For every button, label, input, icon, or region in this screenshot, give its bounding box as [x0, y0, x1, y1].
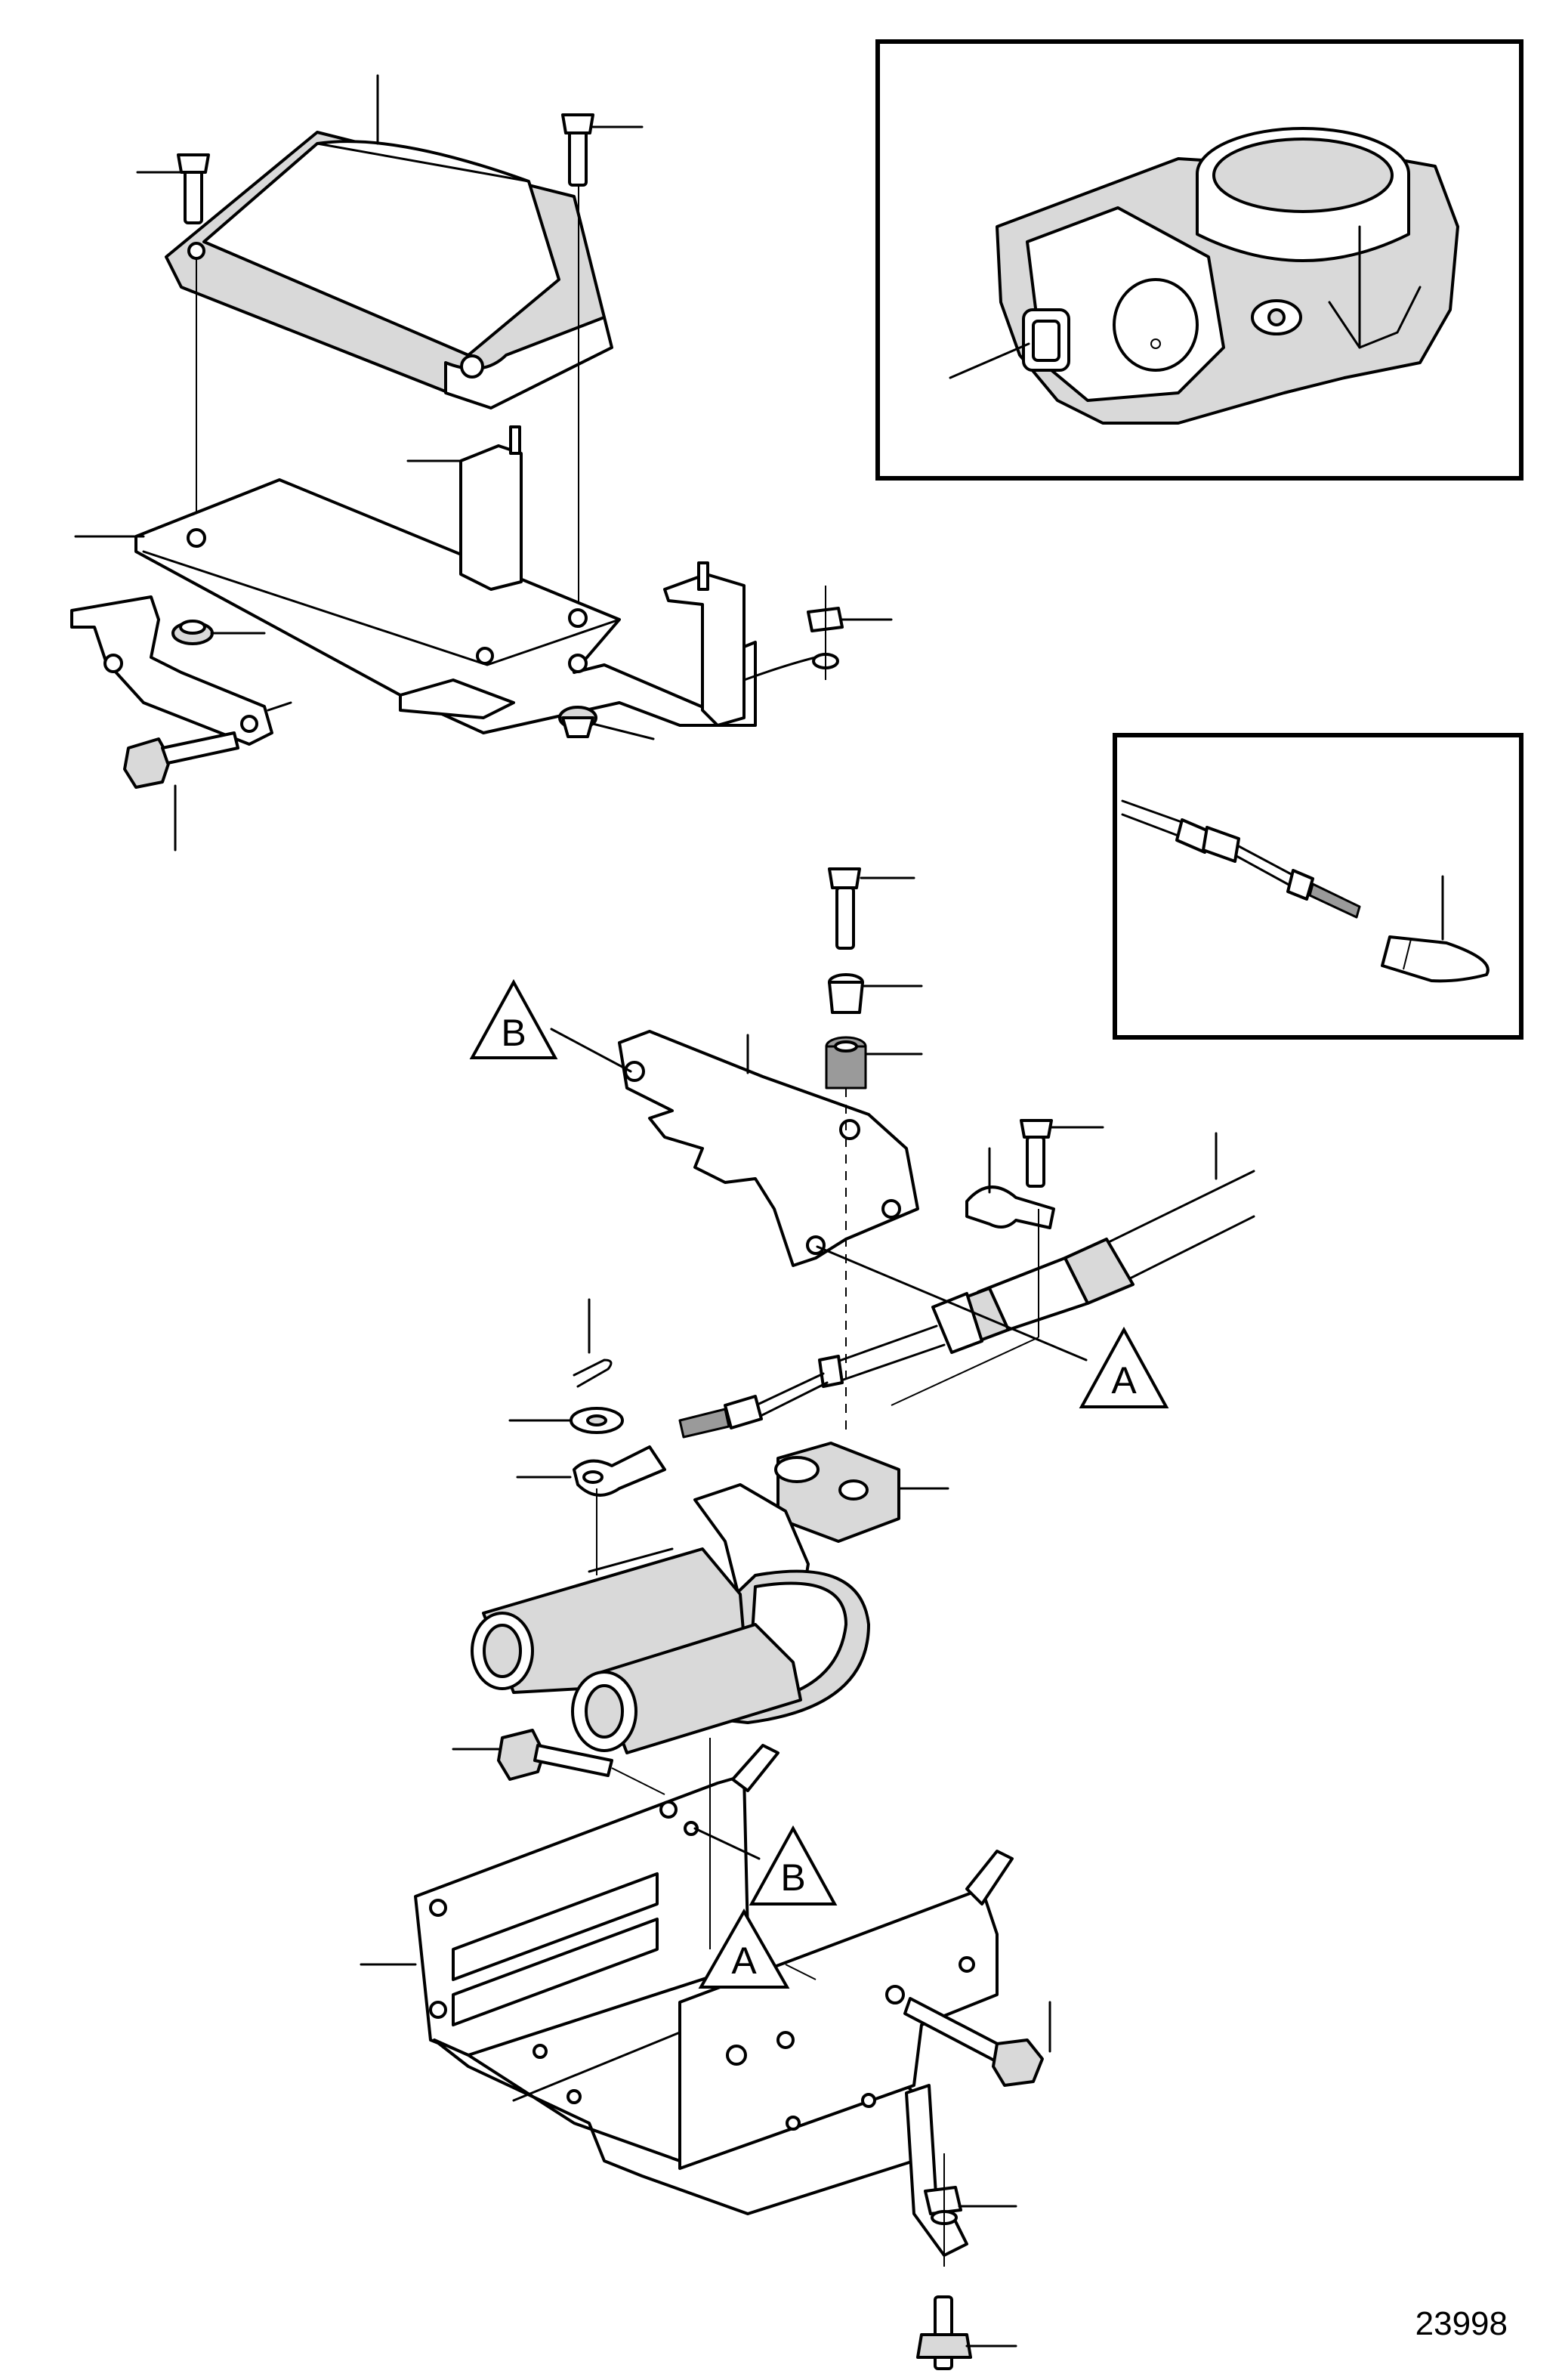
ref-marker-b-lower-label: B	[780, 1856, 805, 1899]
screw-top-right	[561, 113, 594, 187]
throttle-body	[996, 127, 1459, 425]
nut-base-right	[924, 2153, 962, 2267]
support-post	[459, 444, 523, 591]
control-unit-assembly	[70, 74, 893, 852]
screw-middle-top	[828, 867, 861, 950]
ref-marker-a-lower-label: A	[731, 1940, 757, 1982]
cable-eyelet	[573, 1445, 666, 1497]
ref-marker-b-top-label: B	[501, 1012, 526, 1054]
bolt-left	[123, 731, 239, 789]
cable-bracket-assembly: B A	[469, 867, 1255, 1575]
base-bracket-assembly: B A	[360, 1729, 1051, 2370]
stud-bolt-bottom	[916, 2295, 972, 2370]
screw-clamp	[1020, 1119, 1053, 1188]
washer	[570, 1407, 624, 1434]
bolt-base-right	[903, 1997, 1044, 2087]
cable-clamp	[965, 1185, 1055, 1229]
control-cable	[678, 1170, 1255, 1439]
ref-marker-b-lower: B	[749, 1825, 838, 1906]
grommet-left	[171, 620, 214, 645]
bracket-right	[663, 573, 746, 727]
inset-throttle-body	[875, 39, 1523, 481]
bracket-left	[70, 595, 273, 746]
leader-grommet-lower	[591, 722, 655, 740]
leader-bracket-left	[267, 701, 292, 712]
nut-right	[807, 586, 844, 680]
bushing	[828, 973, 864, 1014]
bolt-base-upper	[497, 1729, 613, 1781]
ref-marker-a-right: A	[1079, 1326, 1169, 1408]
screw-top-left	[177, 153, 210, 224]
inset-cable-end	[1113, 733, 1523, 1040]
leader-connector	[949, 342, 1030, 379]
ref-marker-b-top: B	[469, 978, 558, 1059]
rubber-grommet	[825, 1036, 867, 1090]
grommet-lower	[558, 706, 597, 738]
cable-bracket	[618, 1030, 919, 1267]
figure-number: 23998	[1415, 2305, 1508, 2342]
ref-marker-a-lower: A	[698, 1908, 790, 1989]
ref-marker-a-right-label: A	[1111, 1359, 1137, 1402]
cotter-pin	[573, 1358, 613, 1388]
cable-end-detail	[1121, 799, 1490, 983]
control-lever	[471, 1442, 900, 1754]
